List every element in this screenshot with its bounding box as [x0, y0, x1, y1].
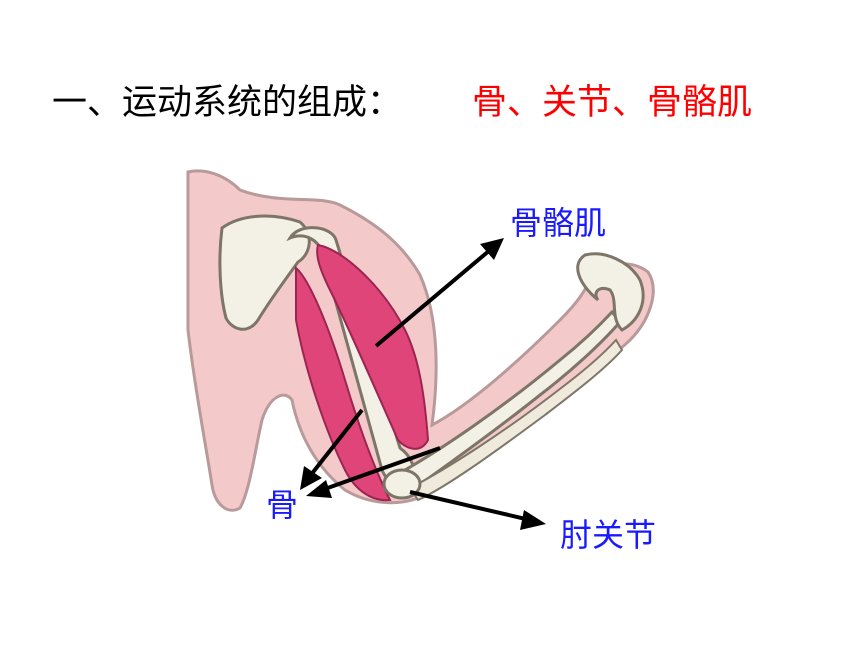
- arrow-bone-upper: [300, 408, 364, 490]
- forearm-ulna-bone: [408, 338, 624, 502]
- arrow-skeletal-muscle: [374, 238, 504, 348]
- arrow-elbow-joint: [409, 490, 546, 530]
- biceps-muscle: [316, 243, 430, 450]
- hand-bones: [576, 252, 645, 332]
- label-elbow-joint: 肘关节: [560, 516, 657, 554]
- triceps-muscle: [295, 265, 392, 502]
- forearm-radius-bone: [402, 309, 622, 491]
- scapula-bone: [218, 214, 311, 331]
- label-skeletal-muscle: 骨骼肌: [510, 204, 607, 242]
- arrow-bone-lower: [306, 446, 441, 498]
- label-bone: 骨: [266, 486, 299, 524]
- heading-answer: 骨、关节、骨骼肌: [472, 83, 753, 123]
- heading-question: 一、运动系统的组成：: [52, 83, 403, 123]
